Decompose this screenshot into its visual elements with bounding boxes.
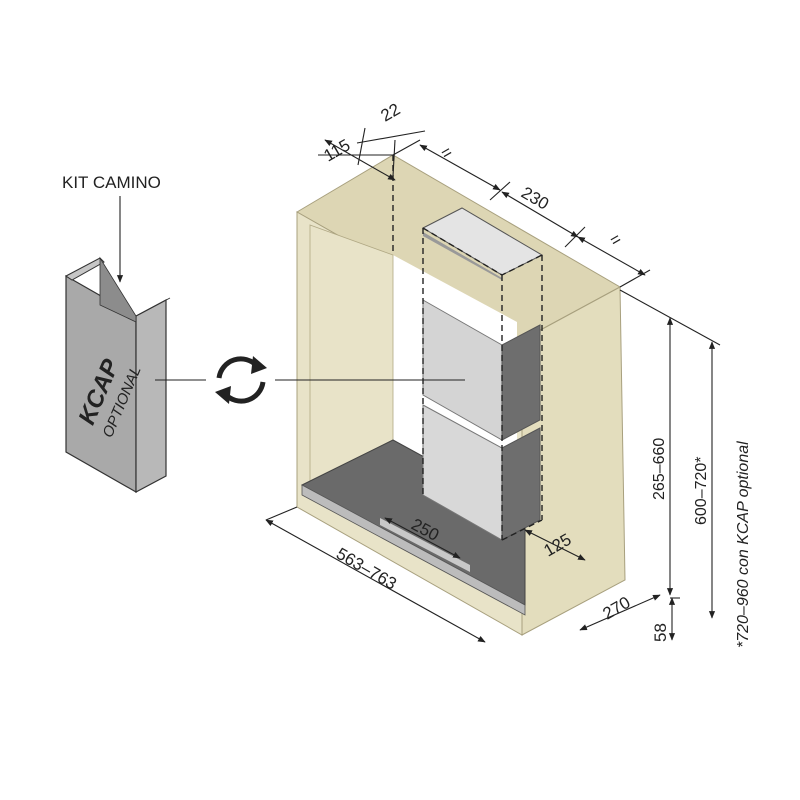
dim-height-range: 265–660 bbox=[651, 438, 668, 500]
dimension-lines bbox=[265, 127, 721, 643]
dim-eq-left: = bbox=[438, 142, 456, 163]
chimney-side-lower bbox=[501, 427, 541, 541]
chimney-side-upper bbox=[501, 324, 541, 441]
hood-chimney bbox=[392, 155, 544, 541]
kit-camino-title: KIT CAMINO bbox=[62, 173, 161, 192]
kcap-top-flange bbox=[65, 257, 105, 281]
dim-58: 58 bbox=[651, 623, 670, 642]
chimney-dashed-outline bbox=[422, 227, 543, 541]
kit-camino-cover bbox=[65, 256, 171, 494]
dim-eq-right: = bbox=[607, 229, 625, 250]
kcap-right-flange bbox=[135, 299, 167, 493]
kcap-back-panel bbox=[99, 256, 137, 323]
kcap-right-top bbox=[135, 297, 171, 317]
dim-total-height: 600–720* bbox=[693, 456, 710, 525]
dim-230: 230 bbox=[518, 183, 552, 214]
duct-top-shadow bbox=[423, 232, 502, 280]
rotate-arrows-icon bbox=[215, 356, 267, 404]
dim-kcap-note: *720–960 con KCAP optional bbox=[735, 441, 752, 648]
dim-22: 22 bbox=[378, 100, 404, 126]
